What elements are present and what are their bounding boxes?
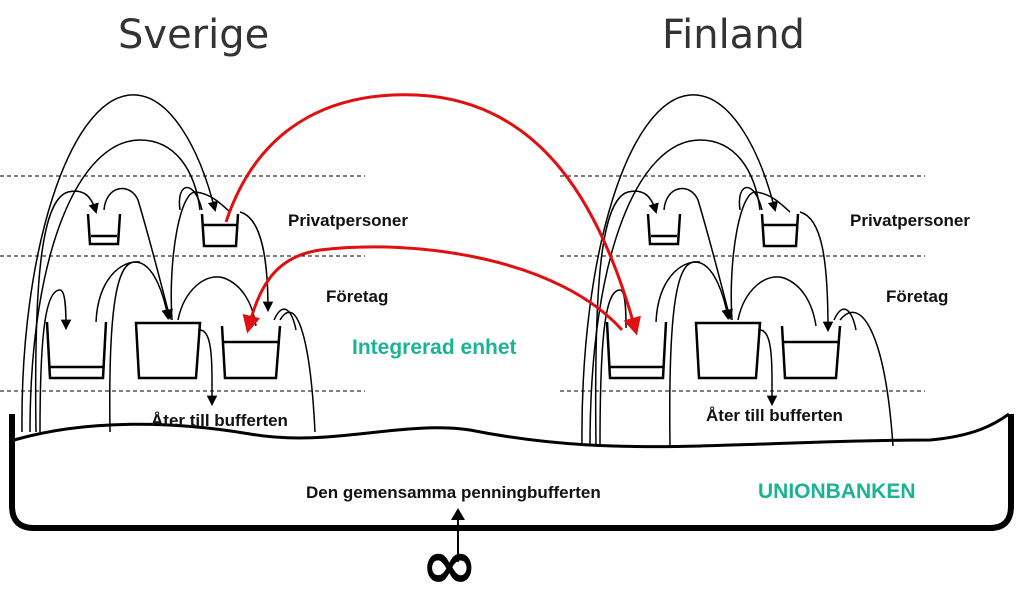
label-ater-till-bufferten-finland: Åter till bufferten — [706, 406, 843, 425]
label-unionbanken: UNIONBANKEN — [758, 480, 916, 503]
sweden-household-bucket-1 — [86, 213, 122, 246]
label-ater-till-bufferten-sweden: Åter till bufferten — [151, 411, 288, 430]
label-integrerad-enhet: Integrerad enhet — [352, 336, 517, 359]
label-gemensamma-buffert: Den gemensamma penningbufferten — [306, 483, 601, 502]
finland-household-bucket-1 — [646, 213, 682, 246]
finland-company-bucket-3 — [780, 325, 842, 380]
sweden-company-bucket-2 — [134, 321, 202, 380]
cross-border-flows — [224, 93, 641, 336]
sweden-company-bucket-3 — [220, 325, 282, 380]
level-lines — [0, 175, 925, 392]
finland-money-flows — [581, 94, 894, 447]
label-foretag-sweden: Företag — [326, 287, 389, 306]
sweden-money-flows — [21, 94, 316, 433]
red-arrow-sweden-to-finland — [224, 93, 641, 336]
infinity-supply-arrow — [451, 508, 465, 562]
sweden-company-bucket-1 — [45, 321, 108, 380]
finland-company-bucket-1 — [605, 321, 668, 380]
red-arrow-finland-to-sweden — [242, 245, 624, 334]
infinity-icon: ∞ — [421, 526, 478, 605]
title-finland: Finland — [662, 12, 805, 58]
common-buffer-tank — [9, 412, 1014, 531]
label-foretag-finland: Företag — [886, 287, 949, 306]
label-privatpersoner-sweden: Privatpersoner — [288, 211, 408, 230]
sweden-household-bucket-2 — [200, 213, 240, 248]
label-privatpersoner-finland: Privatpersoner — [850, 211, 970, 230]
finland-company-bucket-2 — [694, 321, 762, 380]
finland-household-bucket-2 — [760, 213, 800, 248]
title-sverige: Sverige — [118, 12, 270, 58]
